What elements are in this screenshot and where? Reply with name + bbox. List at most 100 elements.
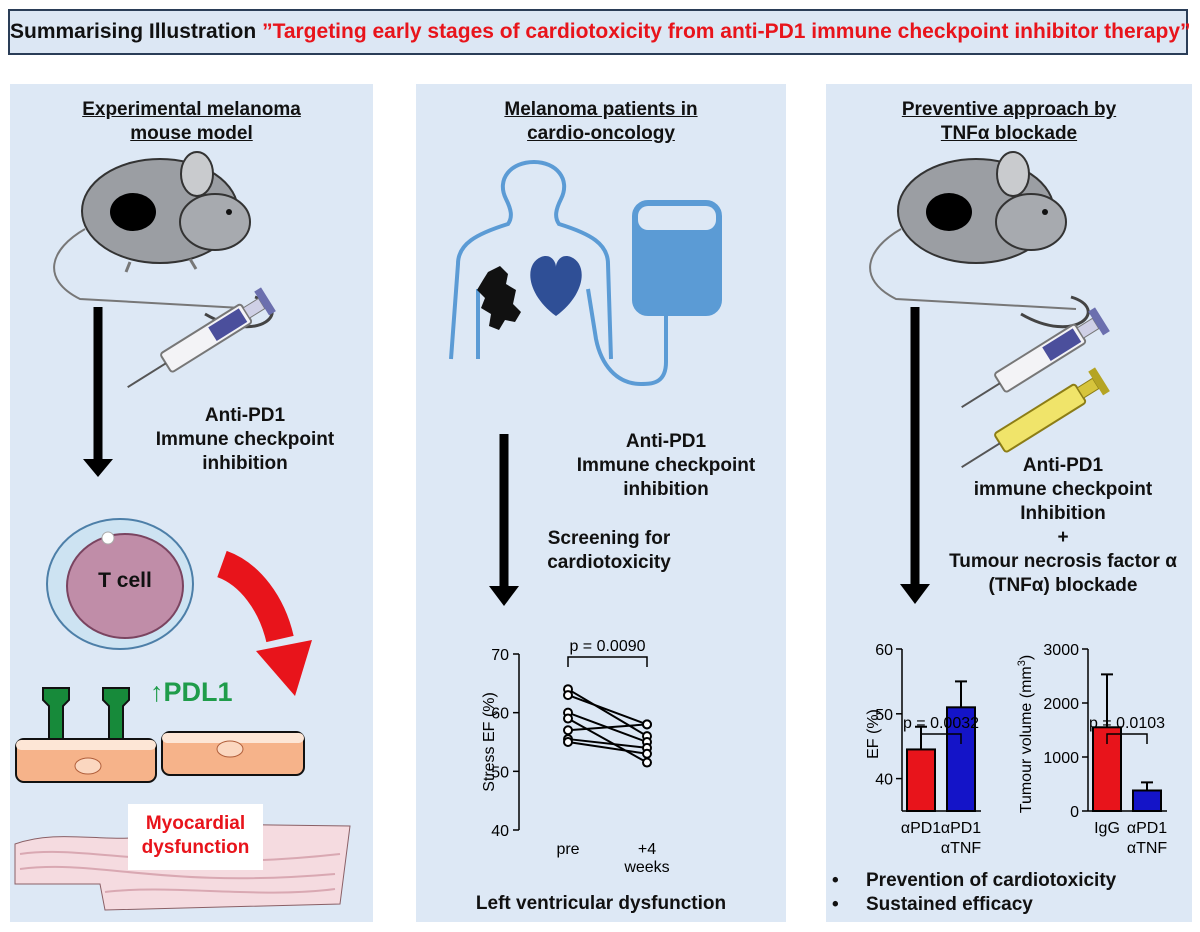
data-point [563, 725, 573, 736]
significance-bracket [920, 733, 962, 744]
x-tick-label: pre [556, 841, 579, 858]
heart-icon [530, 256, 582, 316]
bullet-list: Prevention of cardiotoxicity Sustained e… [826, 869, 1192, 917]
treatment-line-6: (TNFα) blockade [988, 575, 1138, 596]
y-tick-label: 40 [875, 772, 893, 789]
panel-heading: Experimental melanoma mouse model [10, 98, 373, 146]
y-tick-label: 70 [491, 647, 509, 664]
screening-label: Screening for cardiotoxicity [519, 527, 699, 575]
bullet-item: Sustained efficacy [826, 893, 1192, 917]
bullet-item: Prevention of cardiotoxicity [826, 869, 1192, 893]
treatment-line-4: + [1057, 527, 1069, 548]
treatment-line-3: Inhibition [1020, 503, 1106, 524]
tumour-icon [477, 266, 521, 330]
mouse-icon [869, 151, 1090, 329]
treatment-line-3: inhibition [202, 453, 288, 474]
series-line [567, 717, 648, 764]
treatment-line-2: Immune checkpoint [576, 455, 756, 476]
t-cell-icon [46, 518, 194, 650]
panel-mouse-model: Experimental melanoma mouse model [10, 84, 373, 922]
receptor-icon [42, 687, 130, 751]
x-tick-label: +4 [638, 841, 656, 858]
outcome-line-1: Myocardial [145, 813, 246, 834]
data-point [563, 690, 573, 701]
treatment-label: Anti-PD1 Immune checkpoint inhibition [130, 404, 360, 476]
y-axis-label: Stress EF (%) [481, 692, 498, 792]
heading-line-2: mouse model [130, 123, 253, 144]
panel-heading: Preventive approach by TNFα blockade [826, 98, 1192, 146]
x-tick-label: αTNF [1127, 840, 1168, 857]
series-line [567, 738, 648, 749]
y-axis-label: Tumour volume (mm3) [1016, 655, 1035, 813]
y-tick-label: 40 [491, 823, 509, 840]
left-illustration [14, 151, 351, 911]
bar [946, 706, 976, 813]
pdl1-label: ↑PDL1 [150, 677, 233, 707]
heading-line-1: Melanoma patients in [504, 99, 698, 120]
down-arrow-icon [900, 307, 930, 604]
title-text: ”Targeting early stages of cardiotoxicit… [262, 20, 1191, 43]
treatment-line-5: Tumour necrosis factor α [949, 551, 1177, 572]
t-cell-label: T cell [98, 569, 152, 592]
series-line [567, 688, 648, 737]
data-point [563, 713, 573, 724]
body-outline-icon [449, 159, 642, 386]
curved-arrow-icon [216, 550, 312, 696]
x-tick-label: IgG [1094, 820, 1120, 837]
y-tick-label: 60 [875, 642, 893, 659]
treatment-line-1: Anti-PD1 [1022, 455, 1104, 476]
treatment-line-2: Immune checkpoint [155, 429, 335, 450]
heading-line-1: Experimental melanoma [82, 99, 301, 120]
x-tick-label: weeks [623, 859, 669, 876]
y-tick-label: 60 [491, 706, 509, 723]
significance-bracket [567, 656, 648, 667]
p-value-label: p = 0.0103 [1089, 715, 1165, 732]
y-axis-label: EF (%) [865, 709, 882, 759]
p-value-label: p = 0.0090 [569, 638, 645, 655]
outcome-line-2: dysfunction [141, 837, 250, 858]
x-tick-label: αPD1 [901, 820, 941, 837]
syringe-icon [127, 287, 276, 389]
conclusion-label: Left ventricular dysfunction [475, 893, 727, 914]
treatment-label: Anti-PD1 Immune checkpoint inhibition [546, 430, 786, 502]
mouse-icon [53, 151, 274, 329]
syringe-yellow-icon [961, 367, 1110, 469]
heading-line-2: TNFα blockade [940, 123, 1078, 144]
data-point [563, 737, 573, 747]
data-point [642, 748, 652, 759]
bar [1132, 789, 1162, 812]
down-arrow-icon [489, 434, 519, 606]
data-point [642, 757, 652, 768]
x-tick-label: αTNF [941, 840, 982, 857]
data-point [642, 719, 652, 730]
outcome-label: Myocardial dysfunction [128, 812, 263, 860]
y-tick-label: 50 [875, 707, 893, 724]
panel-tnf-blockade: Preventive approach by TNFα blockade [826, 84, 1192, 922]
y-tick-label: 2000 [1043, 696, 1079, 713]
bar [906, 748, 936, 813]
heading-line-1: Preventive approach by [901, 99, 1117, 120]
heading-line-2: cardio-oncology [527, 123, 675, 144]
title-label: Summarising Illustration [10, 20, 257, 43]
series-line [567, 694, 648, 726]
series-line [567, 741, 648, 755]
screening-line-1: Screening for [547, 528, 671, 549]
series-line [567, 723, 648, 732]
significance-bracket [1106, 733, 1148, 744]
syringe-icon [961, 307, 1110, 409]
x-tick-label: αPD1 [941, 820, 981, 837]
treatment-line-1: Anti-PD1 [625, 431, 707, 452]
y-tick-label: 0 [1070, 804, 1079, 821]
treatment-line-1: Anti-PD1 [204, 405, 286, 426]
p-value-label: p = 0.0032 [903, 715, 979, 732]
y-tick-label: 3000 [1043, 642, 1079, 659]
outcome-box [128, 804, 263, 870]
treatment-label: Anti-PD1 immune checkpoint Inhibition + … [934, 454, 1192, 598]
screening-line-2: cardiotoxicity [547, 552, 671, 573]
